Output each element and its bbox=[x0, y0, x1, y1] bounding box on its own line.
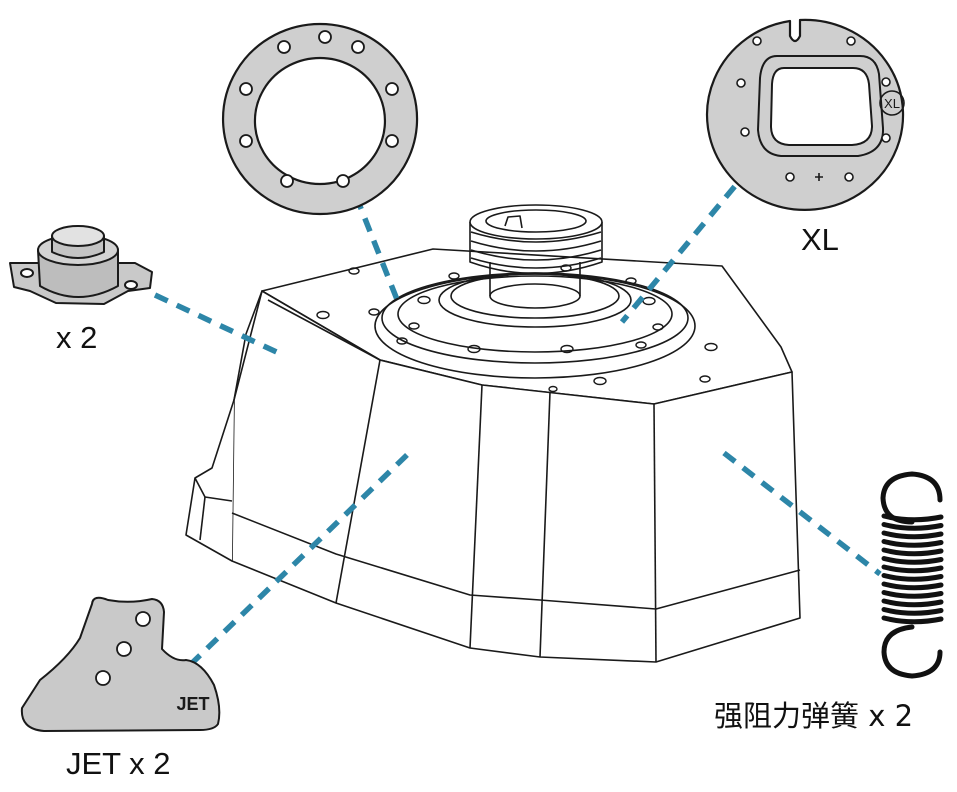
connector-spring bbox=[722, 450, 882, 577]
spring-coil bbox=[881, 556, 944, 565]
spring-coil bbox=[881, 513, 944, 523]
ring-plate bbox=[221, 22, 419, 216]
xl-plate-label: XL bbox=[801, 222, 839, 257]
bumper-label: x 2 bbox=[56, 320, 98, 355]
jet-plate-label: JET x 2 bbox=[66, 746, 171, 781]
elastomer-bumper bbox=[9, 225, 153, 305]
spring-coil bbox=[881, 581, 944, 591]
spring-coil bbox=[881, 539, 944, 548]
spring-coil bbox=[881, 598, 944, 608]
connector-ring-plate bbox=[353, 194, 401, 304]
spring-coil bbox=[881, 590, 944, 599]
xl-plate: XL bbox=[705, 18, 905, 211]
spring-coil bbox=[881, 530, 944, 540]
jet-plate: JET bbox=[20, 596, 221, 732]
connector-xl-plate bbox=[619, 166, 753, 324]
spring-coil bbox=[881, 547, 944, 557]
xl-plate-mark: XL bbox=[884, 96, 900, 111]
spring-coil bbox=[881, 607, 944, 616]
base-housing bbox=[185, 204, 801, 663]
connector-jet-plate bbox=[188, 450, 412, 667]
spring-coil bbox=[881, 522, 944, 531]
spring-coil bbox=[881, 615, 944, 625]
spring-label: 强阻力弹簧 x 2 bbox=[714, 699, 914, 733]
dashed-connectors bbox=[153, 166, 882, 667]
spring-coil bbox=[881, 564, 944, 574]
jet-plate-mark: JET bbox=[176, 694, 209, 714]
spring-coil bbox=[881, 573, 944, 582]
spring bbox=[880, 471, 944, 679]
